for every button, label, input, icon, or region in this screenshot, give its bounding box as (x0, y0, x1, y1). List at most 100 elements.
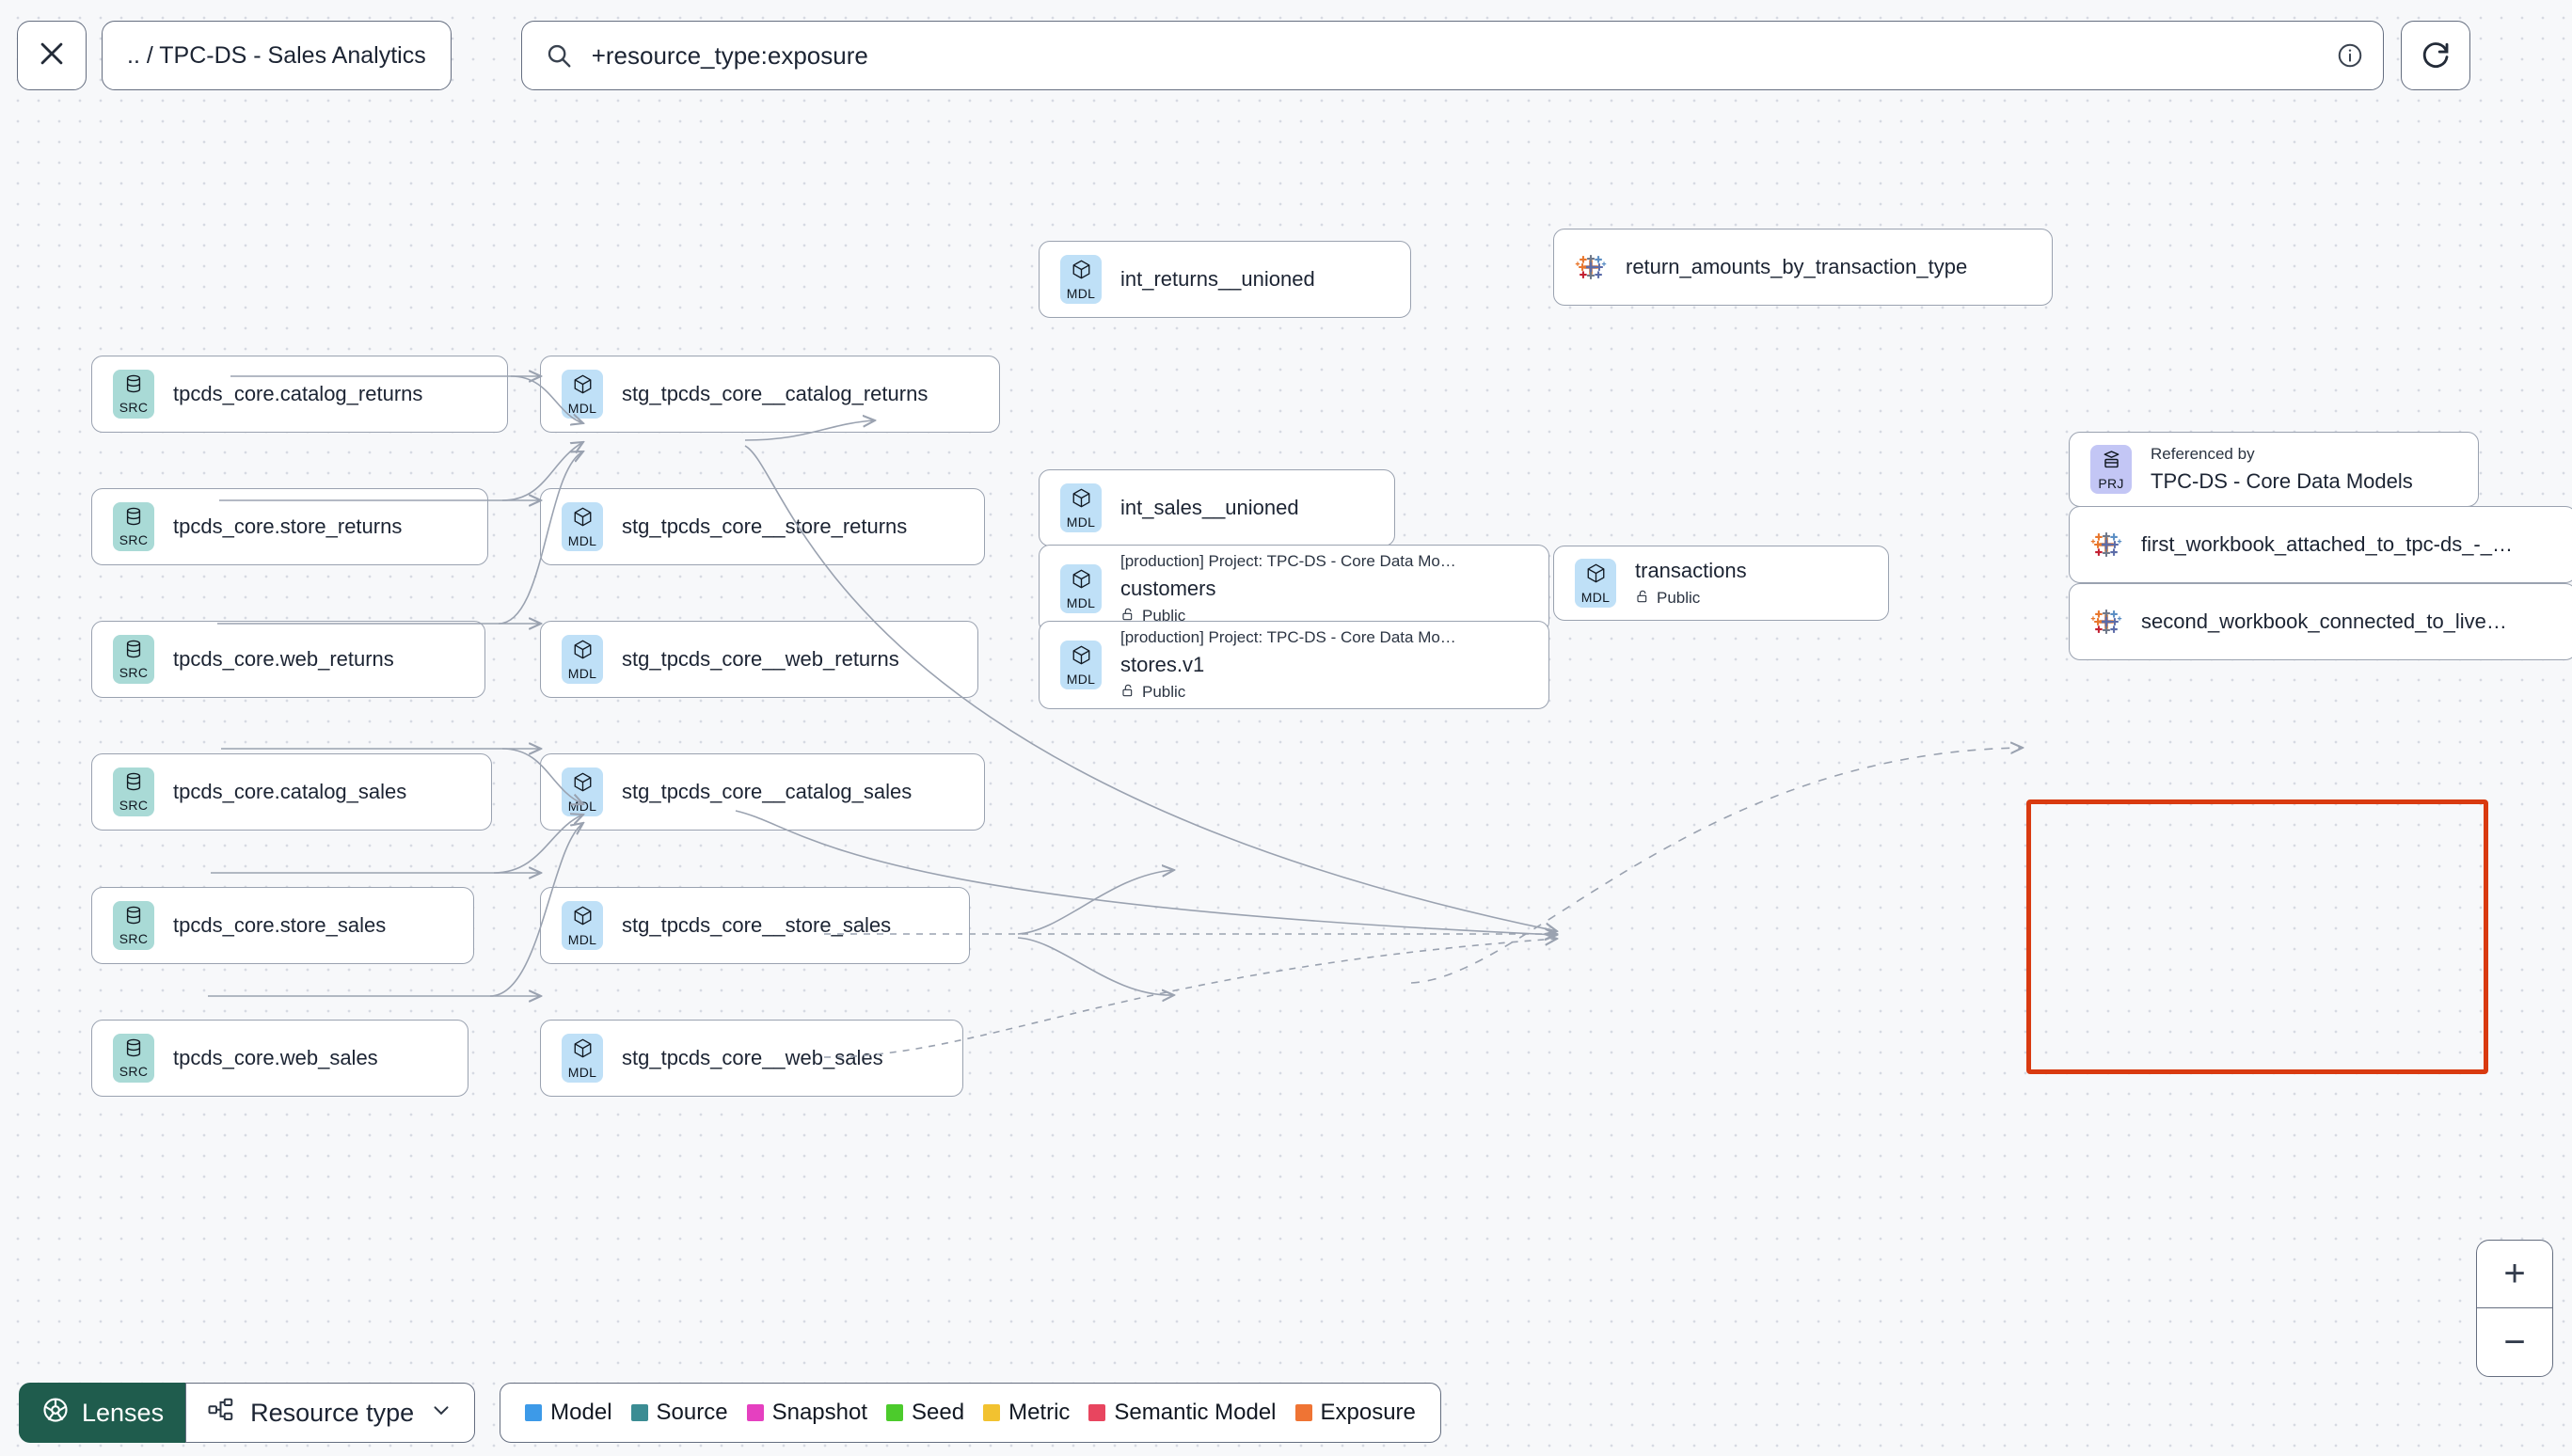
node-name: stg_tpcds_core__store_returns (622, 514, 908, 538)
cube-icon (572, 506, 594, 532)
node-body: tpcds_core.web_returns (173, 647, 394, 672)
badge-label: SRC (119, 1064, 149, 1079)
node-body: tpcds_core.store_returns (173, 514, 402, 539)
node-project-line: [production] Project: TPC-DS - Core Data… (1120, 551, 1456, 570)
cube-icon (572, 771, 594, 798)
badge-label: MDL (567, 931, 597, 947)
search-bar[interactable] (520, 21, 2384, 90)
graph-node-stg_web_sales[interactable]: MDL stg_tpcds_core__web_sales (540, 1020, 963, 1097)
zoom-out-button[interactable]: − (2503, 1321, 2526, 1363)
node-type-badge-mdl: MDL (1060, 255, 1102, 304)
node-name: tpcds_core.store_returns (173, 514, 403, 538)
badge-label: SRC (119, 665, 149, 680)
graph-node-int_returns_unioned[interactable]: MDL int_returns__unioned (1039, 241, 1411, 318)
cube-icon (572, 1037, 594, 1064)
tableau-icon (2090, 529, 2122, 561)
node-type-badge-mdl: MDL (562, 768, 603, 816)
zoom-in-button[interactable]: + (2477, 1241, 2552, 1308)
zoom-controls: + − (2476, 1240, 2553, 1377)
legend-item-source[interactable]: Source (630, 1400, 728, 1426)
node-name: first_workbook_attached_to_tpc-ds_-_… (2141, 532, 2513, 556)
node-type-badge-src: SRC (113, 1034, 154, 1083)
info-icon[interactable] (2336, 41, 2364, 70)
graph-node-src_catalog_sales[interactable]: SRC tpcds_core.catalog_sales (91, 753, 492, 831)
legend-swatch (630, 1404, 648, 1421)
legend-item-metric[interactable]: Metric (983, 1400, 1070, 1426)
node-access-label: Public (1142, 683, 1186, 701)
badge-label: MDL (567, 400, 597, 416)
node-name: tpcds_core.catalog_returns (173, 382, 423, 405)
legend-item-semantic-model[interactable]: Semantic Model (1088, 1400, 1277, 1426)
legend-item-snapshot[interactable]: Snapshot (746, 1400, 867, 1426)
graph-node-stg_store_sales[interactable]: MDL stg_tpcds_core__store_sales (540, 887, 970, 964)
graph-node-stg_catalog_returns[interactable]: MDL stg_tpcds_core__catalog_returns (540, 356, 1000, 433)
node-type-badge-mdl: MDL (562, 1034, 603, 1083)
badge-label: MDL (1066, 594, 1096, 610)
node-type-badge-mdl: MDL (1575, 559, 1616, 608)
node-type-badge-prj: PRJ (2090, 445, 2132, 494)
hierarchy-icon (207, 1396, 235, 1431)
resource-type-dropdown[interactable]: Resource type (185, 1383, 476, 1443)
graph-node-src_web_returns[interactable]: SRC tpcds_core.web_returns (91, 621, 485, 698)
node-type-badge-mdl: MDL (1060, 641, 1102, 689)
graph-node-exp_second_workbook[interactable]: second_workbook_connected_to_live… (2069, 583, 2572, 660)
graph-node-src_store_returns[interactable]: SRC tpcds_core.store_returns (91, 488, 488, 565)
legend-item-model[interactable]: Model (525, 1400, 612, 1426)
search-icon (545, 41, 573, 70)
tableau-icon (2090, 606, 2122, 638)
refresh-button[interactable] (2400, 21, 2470, 90)
node-type-badge-mdl: MDL (562, 901, 603, 950)
search-input[interactable] (589, 40, 2336, 71)
lenses-label: Lenses (82, 1398, 165, 1427)
node-body: transactions Public (1635, 559, 1747, 609)
node-name: stg_tpcds_core__store_sales (622, 913, 892, 937)
node-name: tpcds_core.store_sales (173, 913, 387, 937)
close-icon (36, 38, 68, 74)
graph-node-src_web_sales[interactable]: SRC tpcds_core.web_sales (91, 1020, 468, 1097)
graph-node-stores_v1[interactable]: MDL [production] Project: TPC-DS - Core … (1039, 621, 1549, 709)
badge-label: PRJ (2098, 475, 2124, 491)
node-body: tpcds_core.store_sales (173, 913, 386, 938)
graph-node-customers[interactable]: MDL [production] Project: TPC-DS - Core … (1039, 545, 1549, 633)
graph-node-stg_catalog_sales[interactable]: MDL stg_tpcds_core__catalog_sales (540, 753, 985, 831)
node-body: int_returns__unioned (1120, 267, 1315, 292)
graph-node-exp_first_workbook[interactable]: first_workbook_attached_to_tpc-ds_-_… (2069, 506, 2572, 583)
database-icon (123, 771, 144, 797)
graph-node-stg_web_returns[interactable]: MDL stg_tpcds_core__web_returns (540, 621, 978, 698)
graph-node-transactions[interactable]: MDL transactions Public (1553, 546, 1889, 621)
cube-icon (1071, 644, 1092, 671)
graph-node-src_catalog_returns[interactable]: SRC tpcds_core.catalog_returns (91, 356, 508, 433)
database-icon (123, 639, 144, 664)
legend-item-seed[interactable]: Seed (886, 1400, 964, 1426)
graph-node-int_sales_unioned[interactable]: MDL int_sales__unioned (1039, 469, 1395, 546)
graph-node-src_store_sales[interactable]: SRC tpcds_core.store_sales (91, 887, 474, 964)
badge-label: SRC (119, 931, 149, 946)
top-toolbar: .. / TPC-DS - Sales Analytics (0, 0, 2572, 111)
database-icon (123, 905, 144, 930)
node-name: stg_tpcds_core__catalog_sales (622, 780, 913, 803)
cube-icon (1071, 259, 1092, 285)
badge-label: MDL (1066, 285, 1096, 301)
graph-node-stg_store_returns[interactable]: MDL stg_tpcds_core__store_returns (540, 488, 985, 565)
legend-label: Model (550, 1400, 612, 1425)
node-body: tpcds_core.web_sales (173, 1046, 378, 1070)
legend-item-exposure[interactable]: Exposure (1294, 1400, 1416, 1426)
legend-label: Semantic Model (1114, 1400, 1277, 1425)
node-body: [production] Project: TPC-DS - Core Data… (1120, 628, 1456, 703)
node-project-line: [production] Project: TPC-DS - Core Data… (1120, 627, 1456, 646)
bottom-toolbar: Lenses Resource type Model (19, 1383, 1441, 1443)
graph-node-exp_return_amounts[interactable]: return_amounts_by_transaction_type (1553, 229, 2053, 306)
breadcrumb[interactable]: .. / TPC-DS - Sales Analytics (102, 21, 452, 90)
aperture-icon (41, 1396, 70, 1431)
node-name: customers (1120, 576, 1216, 600)
cube-icon (1071, 487, 1092, 514)
cube-icon (572, 905, 594, 931)
node-type-badge-src: SRC (113, 768, 154, 816)
node-body: first_workbook_attached_to_tpc-ds_-_… (2141, 532, 2513, 557)
close-button[interactable] (17, 21, 87, 90)
badge-label: MDL (567, 665, 597, 681)
lenses-button[interactable]: Lenses (19, 1383, 187, 1443)
